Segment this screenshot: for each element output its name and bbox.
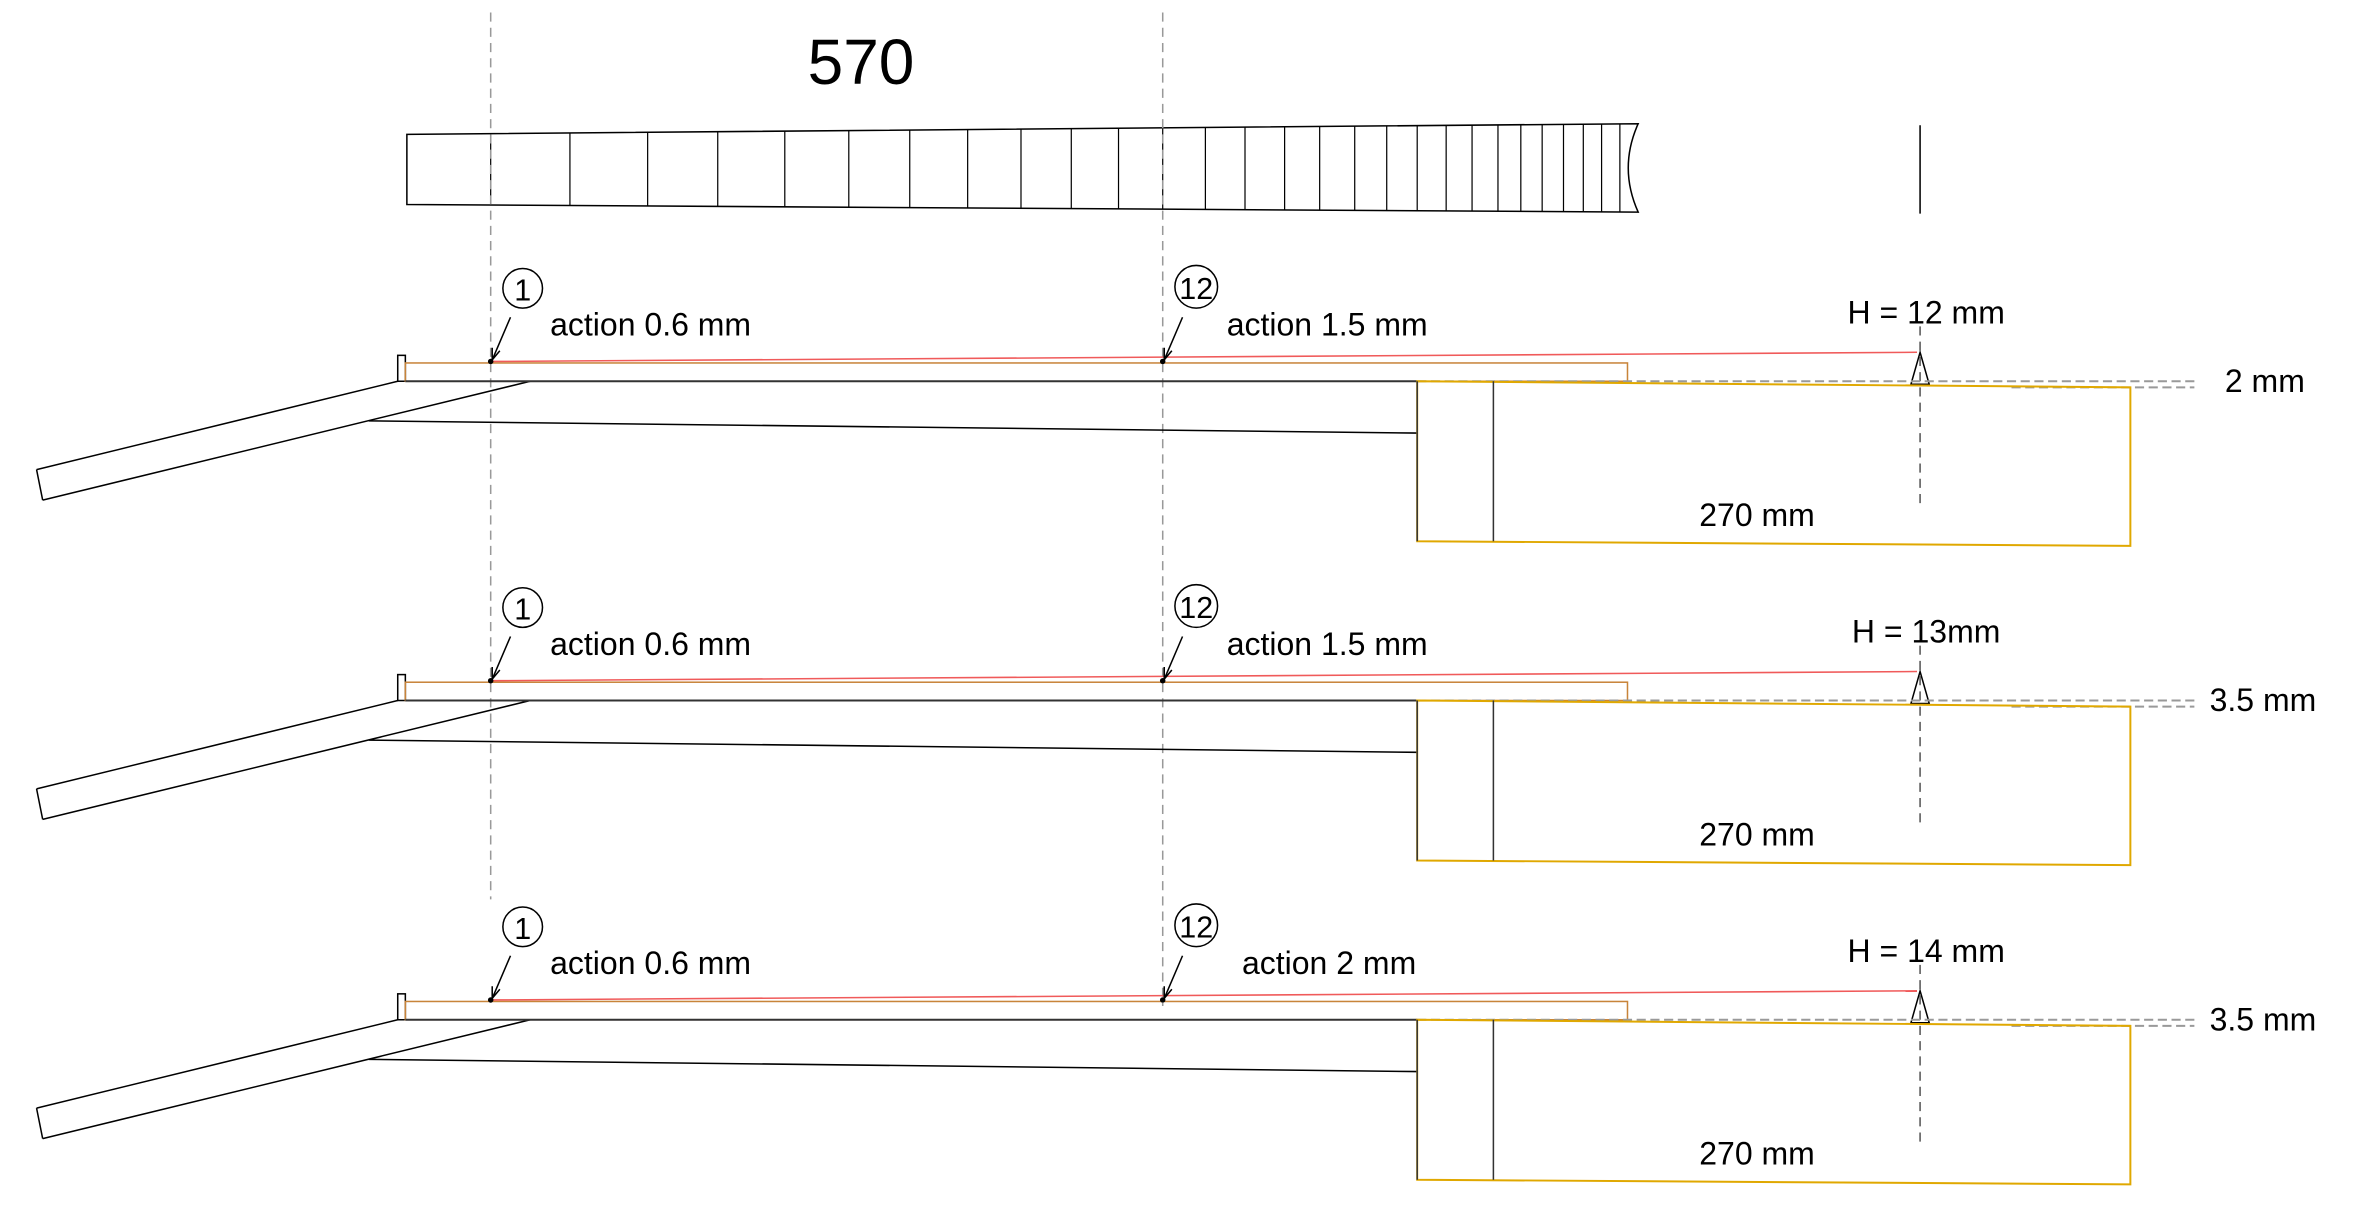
bridge-height-label: H = 14 mm bbox=[1847, 933, 2004, 969]
fret12-marker-circle bbox=[1174, 583, 1219, 629]
section-3: 1 12 action 0.6 mm action 2 mm H = 14 mm 3.5 … bbox=[35, 903, 2317, 1186]
headstock bbox=[35, 380, 531, 501]
fret12-number: 12 bbox=[1179, 910, 1213, 944]
nut bbox=[396, 993, 407, 1021]
neck-back-line bbox=[368, 739, 1418, 754]
fret1-point bbox=[487, 358, 494, 365]
fret1-marker-circle bbox=[502, 906, 544, 948]
neck-back-line bbox=[368, 420, 1418, 434]
fretboard-side bbox=[404, 681, 1629, 702]
fret12-arrow-icon bbox=[1163, 316, 1184, 361]
string-line bbox=[490, 351, 1918, 363]
fretboard-outline bbox=[406, 122, 1640, 213]
scale-length-title: 570 bbox=[808, 26, 915, 98]
gap-label: 2 mm bbox=[2225, 363, 2305, 399]
fret12-marker-circle bbox=[1174, 903, 1219, 948]
body-length-label: 270 mm bbox=[1699, 816, 1815, 852]
fret12-action-label: action 2 mm bbox=[1242, 945, 1416, 981]
fret1-marker-circle bbox=[502, 586, 544, 629]
fret1-action-label: action 0.6 mm bbox=[550, 307, 751, 343]
fret12-action-label: action 1.5 mm bbox=[1227, 307, 1428, 343]
fret1-point bbox=[487, 677, 494, 684]
fret1-arrow-icon bbox=[491, 316, 512, 361]
bridge-height-label: H = 12 mm bbox=[1847, 294, 2004, 330]
fret1-marker-circle bbox=[502, 267, 544, 309]
fretboard-top-view bbox=[406, 122, 1640, 213]
fret1-arrow-icon bbox=[491, 636, 512, 680]
fret12-point bbox=[1159, 677, 1166, 684]
gap-label: 3.5 mm bbox=[2210, 1001, 2317, 1037]
body-length-label: 270 mm bbox=[1699, 1136, 1815, 1172]
bridge-saddle bbox=[1909, 988, 1931, 1024]
nut bbox=[396, 673, 407, 702]
fret1-action-label: action 0.6 mm bbox=[550, 945, 751, 981]
bridge-saddle bbox=[1909, 668, 1931, 705]
fret12-marker-circle bbox=[1174, 264, 1219, 309]
fret1-point bbox=[487, 997, 494, 1003]
gap-label: 3.5 mm bbox=[2210, 682, 2317, 718]
string-line bbox=[490, 990, 1918, 1001]
fret12-point bbox=[1159, 358, 1166, 365]
fret1-number: 1 bbox=[514, 593, 531, 627]
fret1-number: 1 bbox=[514, 273, 531, 307]
bridge-saddle bbox=[1909, 349, 1931, 386]
fret12-arrow-icon bbox=[1163, 955, 1184, 999]
neck-back-line bbox=[368, 1058, 1418, 1073]
fret1-number: 1 bbox=[514, 912, 531, 946]
headstock bbox=[35, 1019, 531, 1140]
section-1: 1 12 action 0.6 mm action 1.5 mm H = 12 mm 2 … bbox=[35, 264, 2305, 547]
nut bbox=[396, 354, 407, 383]
headstock bbox=[35, 699, 531, 821]
fret12-number: 12 bbox=[1179, 591, 1213, 625]
string-line bbox=[490, 670, 1918, 682]
fret12-number: 12 bbox=[1179, 272, 1213, 306]
fret1-arrow-icon bbox=[491, 955, 512, 999]
fret12-point bbox=[1159, 997, 1166, 1003]
body-length-label: 270 mm bbox=[1699, 497, 1815, 533]
fret1-action-label: action 0.6 mm bbox=[550, 626, 751, 662]
bridge-height-label: H = 13mm bbox=[1852, 614, 2000, 650]
fret12-arrow-icon bbox=[1163, 636, 1184, 680]
fretboard-side bbox=[404, 362, 1629, 383]
fret12-action-label: action 1.5 mm bbox=[1227, 626, 1428, 662]
fretboard-side bbox=[404, 1000, 1629, 1021]
section-2: 1 12 action 0.6 mm action 1.5 mm H = 13mm 3.5… bbox=[35, 583, 2317, 867]
